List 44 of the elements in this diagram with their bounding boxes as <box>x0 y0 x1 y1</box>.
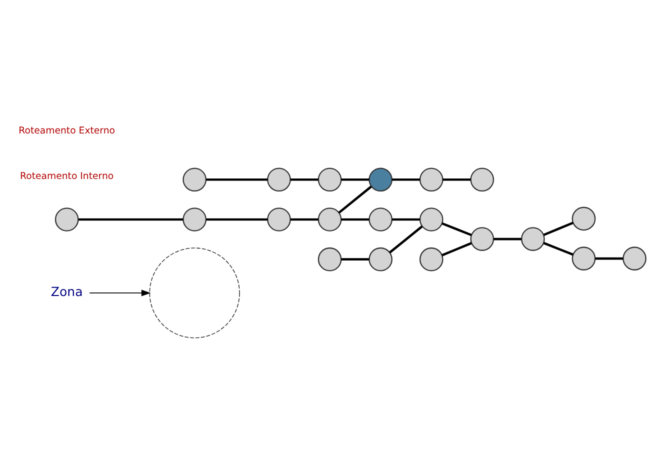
node-circle <box>267 207 291 231</box>
node-circle <box>419 207 444 231</box>
node-text: Zona <box>50 283 83 298</box>
connector <box>543 221 574 236</box>
connector <box>595 256 624 260</box>
node-circle <box>149 247 240 338</box>
connector <box>442 222 472 236</box>
node-circle <box>419 246 444 271</box>
node-circle <box>419 167 444 192</box>
node-circle <box>470 167 494 192</box>
node-circle <box>470 226 494 250</box>
node-circle <box>572 206 596 230</box>
node-circle <box>368 167 392 192</box>
connector <box>341 178 370 180</box>
node-circle <box>267 167 291 192</box>
connector <box>78 218 184 220</box>
node-circle <box>318 207 342 231</box>
connector <box>341 218 370 220</box>
node-circle <box>368 246 392 271</box>
connector <box>206 178 268 180</box>
node-circle <box>182 207 207 231</box>
connector <box>388 225 423 253</box>
connector <box>442 242 472 256</box>
node-circle <box>54 207 79 231</box>
connector <box>442 178 471 180</box>
connector <box>338 185 372 214</box>
connector <box>341 258 370 260</box>
node-circle <box>368 207 392 231</box>
connector <box>494 237 522 240</box>
connector <box>290 218 318 220</box>
connector <box>206 218 268 220</box>
connector <box>392 178 420 180</box>
node-circle <box>521 226 545 250</box>
arrow <box>89 289 151 296</box>
connector <box>392 218 420 220</box>
connector <box>543 241 574 256</box>
node-circle <box>318 167 342 192</box>
label: Roteamento Externo <box>18 125 116 136</box>
node-circle <box>572 246 596 270</box>
label: Roteamento Interno <box>20 170 114 182</box>
node-circle <box>318 246 342 271</box>
connector <box>290 178 318 180</box>
node-circle <box>182 167 207 192</box>
node-circle <box>622 246 646 270</box>
